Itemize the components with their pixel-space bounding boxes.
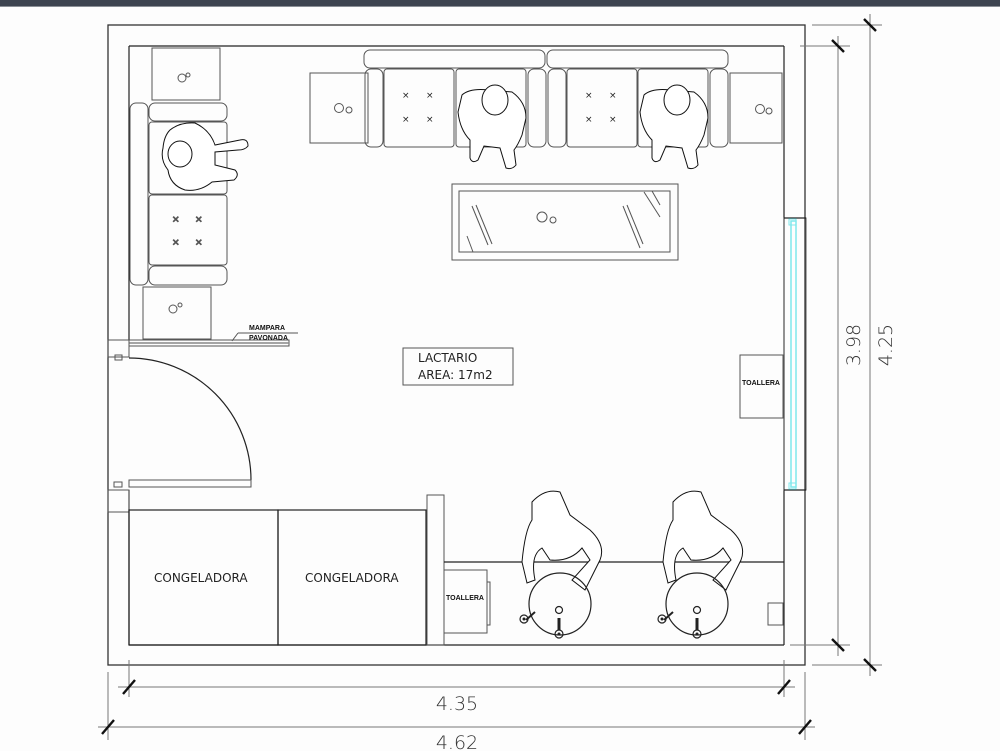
window-glass xyxy=(790,220,797,488)
seated-person-figure xyxy=(639,84,709,170)
seated-person-figure xyxy=(161,122,249,191)
standing-person-figure xyxy=(521,490,603,591)
sofa-cushion xyxy=(148,194,228,266)
side-table xyxy=(151,47,221,101)
dimension-inner-height-label: 3.98 xyxy=(843,324,865,366)
seated-person-figure xyxy=(457,84,527,170)
sofa-cushion xyxy=(566,68,638,148)
svg-text:×: × xyxy=(172,238,180,248)
room-name: LACTARIO xyxy=(418,351,477,365)
side-table xyxy=(309,72,369,144)
dimension-outer-height-label: 4.25 xyxy=(875,324,897,366)
svg-text:×: × xyxy=(585,115,593,125)
door-leaf xyxy=(128,479,252,488)
svg-text:×: × xyxy=(402,91,410,101)
sofa-cushion xyxy=(383,68,455,148)
side-table xyxy=(729,72,783,144)
door xyxy=(107,339,252,513)
sofa-arm xyxy=(148,265,228,286)
svg-text:×: × xyxy=(609,91,617,101)
dimension-outer-width xyxy=(98,672,815,740)
svg-text:×: × xyxy=(426,115,434,125)
sofa-back xyxy=(129,102,149,286)
svg-text:×: × xyxy=(195,215,203,225)
freezer-area xyxy=(128,494,445,646)
svg-text:×: × xyxy=(402,115,410,125)
sofa-cushion xyxy=(148,121,228,195)
dimension-outer-height xyxy=(812,14,882,676)
window-top-bar xyxy=(0,0,1000,7)
room-area: AREA: 17m2 xyxy=(418,368,493,382)
sink-station-1 xyxy=(519,490,603,639)
dimension-inner-height xyxy=(790,36,850,656)
partition-label-line1: MAMPARA xyxy=(249,325,285,332)
window xyxy=(783,217,807,491)
column xyxy=(426,494,445,646)
left-sofa-group: × × × × xyxy=(129,47,249,340)
partition-label-line2: PAVONADA xyxy=(249,335,288,342)
svg-text:×: × xyxy=(609,115,617,125)
dimension-outer-width-label: 4.62 xyxy=(436,732,478,751)
sofa-back xyxy=(363,49,546,69)
cushion-marks: × × × × xyxy=(172,215,204,249)
sink-station-2 xyxy=(657,490,744,639)
dimension-inner-width-label: 4.35 xyxy=(436,693,478,715)
svg-text:×: × xyxy=(585,91,593,101)
outlet xyxy=(767,602,784,626)
freezer-2-label: CONGELADORA xyxy=(305,571,399,585)
dimension-inner-width xyxy=(118,660,795,697)
top-sofa-group: × × × × × × × × xyxy=(309,49,783,170)
svg-text:×: × xyxy=(172,215,180,225)
standing-person-figure xyxy=(662,490,744,591)
towel-rack-right xyxy=(739,354,784,419)
towel-rack-bottom-label: TOALLERA xyxy=(446,595,484,602)
coffee-table xyxy=(451,183,679,261)
freezer-2 xyxy=(277,509,427,646)
cushion-marks: × × × × × × × × xyxy=(402,91,617,125)
sofa-back xyxy=(546,49,729,69)
side-table xyxy=(142,286,212,340)
towel-rack-right-label: TOALLERA xyxy=(742,380,780,387)
freezer-1-label: CONGELADORA xyxy=(154,571,248,585)
room-label-box xyxy=(402,347,514,386)
svg-text:×: × xyxy=(426,91,434,101)
svg-text:×: × xyxy=(195,238,203,248)
sofa-arm xyxy=(148,102,228,122)
